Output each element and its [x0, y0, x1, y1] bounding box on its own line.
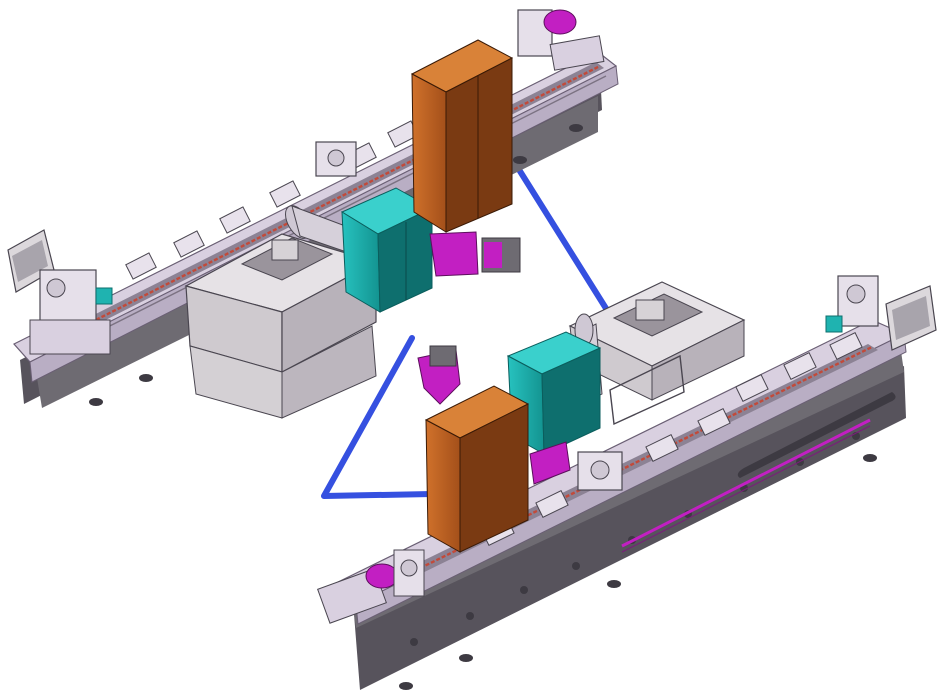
- lower-machine-right-end: [825, 275, 937, 351]
- upper-machine-clamps: [125, 120, 419, 280]
- blue-cable: [321, 165, 615, 499]
- upper-machine-carriage: [315, 141, 357, 177]
- lower-machine-carriage: [577, 451, 623, 491]
- lower-machine-end-motor: [317, 549, 425, 624]
- lower-magenta-arm: [417, 345, 571, 485]
- upper-orange-cabinet: [410, 39, 514, 233]
- upper-teal-cabinet: [340, 187, 434, 313]
- upper-magenta-arm: [429, 231, 521, 277]
- lower-machine: [317, 275, 937, 690]
- upper-machine: [7, 9, 619, 419]
- upper-machine-end-motor: [517, 9, 605, 71]
- lower-orange-cabinet: [424, 385, 530, 553]
- upper-machine-left-end: [7, 229, 113, 355]
